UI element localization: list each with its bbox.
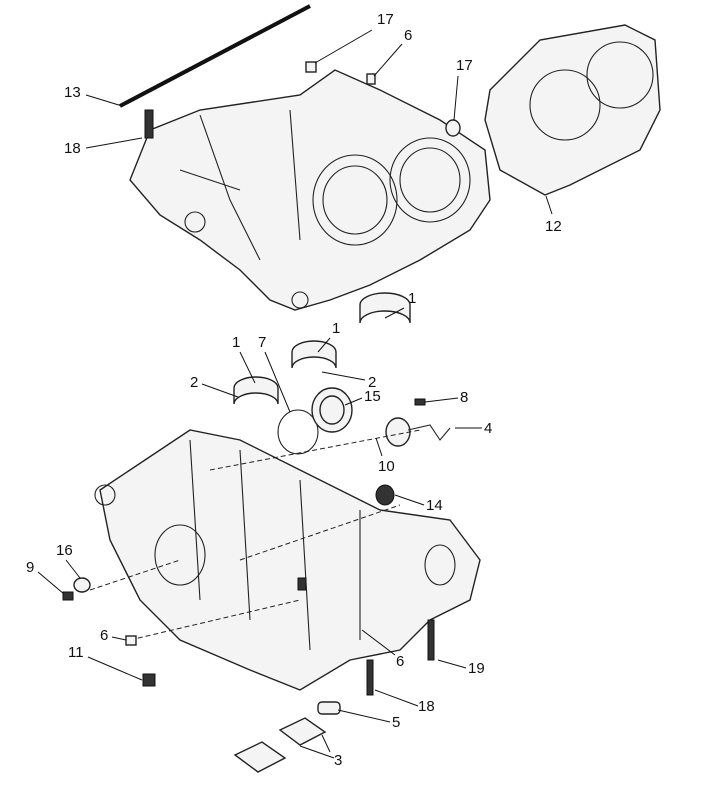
seal-14 [375,484,395,506]
callout-label-5: 5 [392,714,400,731]
plug-11 [142,673,156,687]
o-ring-5 [317,701,341,715]
leader-line [201,383,239,398]
callout-label-6: 6 [396,653,404,670]
callout-label-1: 1 [408,290,416,307]
callout-label-11: 11 [68,644,84,661]
leader-line [344,397,363,406]
bolt-19 [427,619,435,661]
bearing-shells [233,292,411,405]
callout-label-4: 4 [484,420,492,437]
leader-line [65,559,81,579]
circlip-7 [277,409,319,455]
callout-label-12: 12 [545,218,562,235]
leader-line [374,689,419,707]
callout-label-6: 6 [404,27,412,44]
leader-line [111,636,127,641]
leader-line [299,745,335,759]
dowel-6b [125,635,137,646]
leader-line [394,494,425,506]
leader-line [37,571,65,595]
callout-label-15: 15 [364,388,381,405]
callout-label-18: 18 [418,698,435,715]
lower-crankcase [89,429,481,691]
washer-16 [73,577,91,593]
leader-line [85,94,123,107]
callout-label-3: 3 [334,752,342,769]
leader-line [424,397,459,403]
callout-label-6: 6 [100,627,108,644]
callout-label-1: 1 [332,320,340,337]
leader-line [437,659,467,669]
upper-crankcase [129,69,491,311]
leader-line [361,629,396,656]
callout-label-8: 8 [460,389,468,406]
gasket-strip [119,4,311,108]
leader-line [264,351,291,413]
strainer-3b [233,741,287,773]
leader-line [373,43,403,77]
leader-line [375,437,383,457]
bolt-18a [144,109,154,139]
oil-seal-inner [319,395,345,425]
strainer-3a [278,717,327,746]
leader-line [239,351,256,384]
dowel-6a [366,73,376,85]
bolt-18b [366,659,374,696]
callout-label-7: 7 [258,334,266,351]
dowel-17b [445,119,461,137]
callout-label-17: 17 [456,57,473,74]
callout-label-16: 16 [56,542,73,559]
callout-label-2: 2 [190,374,198,391]
leader-line [384,307,405,319]
sensor-4 [385,417,451,447]
leader-line [87,656,143,681]
leader-line [321,734,331,753]
leader-line [545,195,553,215]
leader-line [321,371,366,381]
screw-8 [414,398,426,406]
dowel-6c [297,577,307,591]
bolt-9 [62,591,74,601]
leader-line [317,337,331,353]
callout-label-19: 19 [468,660,485,677]
callout-label-2: 2 [368,374,376,391]
leader-line [314,29,373,64]
callout-label-17: 17 [377,11,394,28]
dowel-17a [305,61,317,73]
callout-label-13: 13 [64,84,81,101]
callout-label-18: 18 [64,140,81,157]
head-gasket [484,24,661,196]
callout-label-1: 1 [232,334,240,351]
leader-line [85,137,143,149]
leader-line [453,75,459,121]
leader-line [337,709,391,723]
callout-label-14: 14 [426,497,443,514]
callout-label-10: 10 [378,458,395,475]
callout-label-9: 9 [26,559,34,576]
